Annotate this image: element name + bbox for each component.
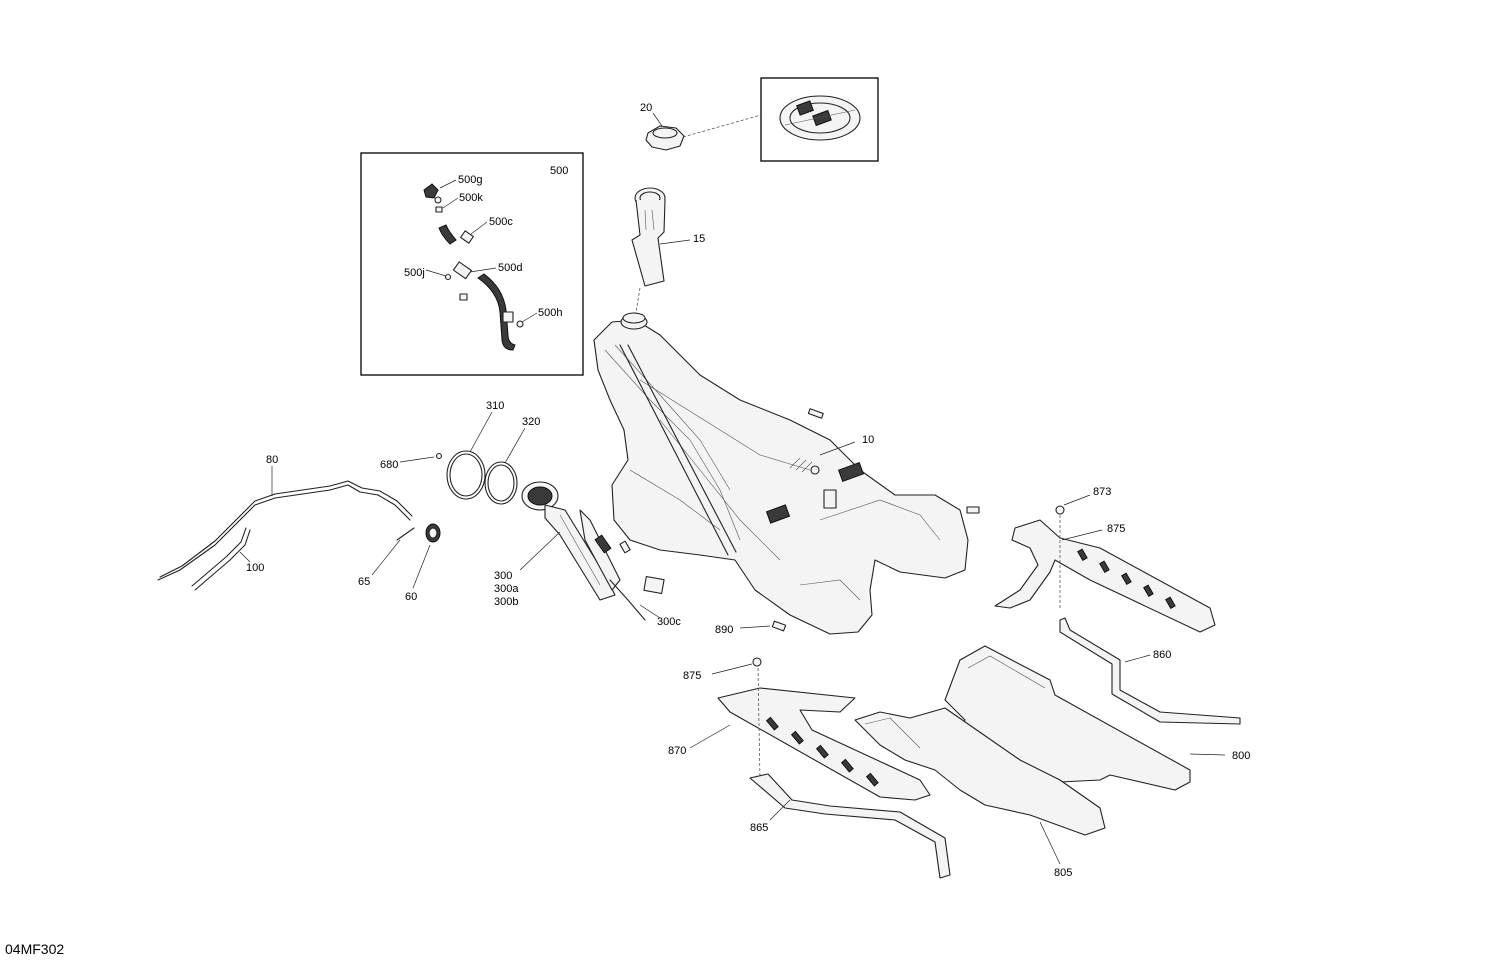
callout-labels: 20 15 500 500g 500k 500c 500d 500j 500h … [246, 102, 1250, 879]
callout-500j: 500j [404, 267, 425, 279]
callout-100: 100 [246, 562, 264, 574]
callout-873: 873 [1093, 486, 1111, 498]
foam-pad [807, 408, 824, 419]
filler-neck [631, 187, 691, 319]
callout-500: 500 [550, 165, 568, 177]
callout-870: 870 [668, 745, 686, 757]
pump-retaining-rings [399, 411, 526, 505]
callout-500c: 500c [489, 216, 513, 228]
tank-strap-860 [1059, 617, 1241, 725]
callout-500h: 500h [538, 307, 562, 319]
foam-pad-890 [771, 620, 787, 632]
tank-strap-865 [749, 773, 951, 879]
foam-pad [619, 540, 631, 554]
tank-support-bracket-left [689, 657, 931, 801]
callout-500k: 500k [459, 192, 483, 204]
figure-id: 04MF302 [5, 941, 65, 957]
callout-20: 20 [640, 102, 652, 114]
callout-300b: 300b [494, 596, 518, 608]
callout-500g: 500g [458, 174, 482, 186]
fuel-lines [157, 466, 441, 591]
callout-300c: 300c [657, 616, 681, 628]
foam-pad [966, 506, 980, 514]
callout-320: 320 [522, 416, 540, 428]
vent-hose-inset [360, 152, 584, 376]
callout-805: 805 [1054, 867, 1072, 879]
callout-875-left: 875 [683, 670, 701, 682]
callout-800: 800 [1232, 750, 1250, 762]
callout-60: 60 [405, 591, 417, 603]
fuel-cap-detail-inset [760, 77, 879, 162]
fuel-level-sender [643, 575, 665, 595]
callout-300: 300 [494, 570, 512, 582]
fuel-cap [645, 112, 685, 151]
callout-300a: 300a [494, 583, 519, 595]
callout-10: 10 [862, 434, 874, 446]
callout-15: 15 [693, 233, 705, 245]
callout-310: 310 [486, 400, 504, 412]
callout-80: 80 [266, 454, 278, 466]
skid-plate [854, 645, 1226, 865]
callout-680: 680 [380, 459, 398, 471]
callout-500d: 500d [498, 262, 522, 274]
tank-support-bracket-right [994, 494, 1216, 633]
callout-890: 890 [715, 624, 733, 636]
fuel-tank [593, 312, 969, 635]
fuel-pump-module [519, 481, 665, 621]
callout-860: 860 [1153, 649, 1171, 661]
callout-875-right: 875 [1107, 523, 1125, 535]
callout-65: 65 [358, 576, 370, 588]
callout-865: 865 [750, 822, 768, 834]
